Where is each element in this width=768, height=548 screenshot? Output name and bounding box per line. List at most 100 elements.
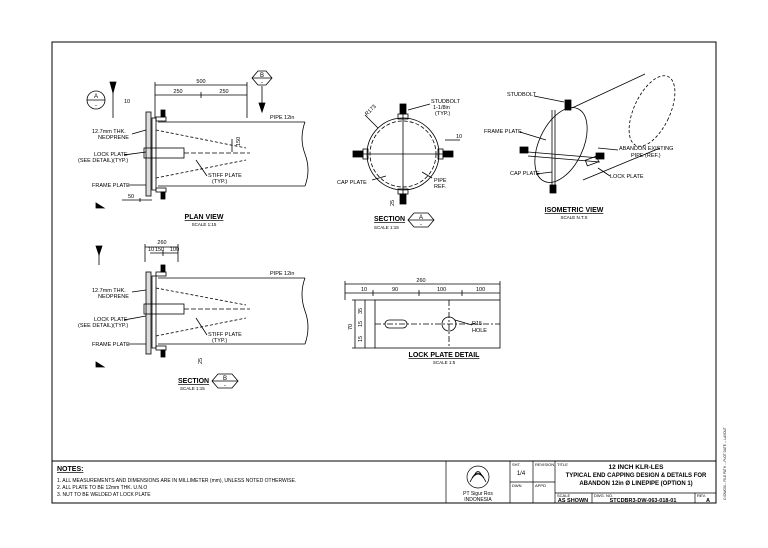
sb-dim-small: 25 xyxy=(198,358,204,364)
lp-d2: 90 xyxy=(392,287,398,293)
sb-dim-overall: 260 xyxy=(157,240,166,246)
dim-right: 250 xyxy=(219,89,228,95)
iso-abandon-1: ABANDON EXISTING xyxy=(619,146,673,152)
lp-h3: 15 xyxy=(358,336,364,342)
lock-plate-detail xyxy=(344,281,501,349)
drawing-number: STCDBR3-DW-063-018-01 xyxy=(610,498,677,504)
plan-view-text: A - B - 500 250 250 10 150 50 PIPE 12in … xyxy=(78,73,294,227)
sheet-value: 1/4 xyxy=(517,471,526,477)
sa-bottom: 25 xyxy=(390,200,396,206)
stiff-plate-label-1: STIFF PLATE xyxy=(208,173,242,179)
lp-hole-2: HOLE xyxy=(472,328,487,334)
sb-frame: FRAME PLATE xyxy=(92,342,130,348)
neoprene-label-2: NEOPRENE xyxy=(98,135,129,141)
dim-base: 50 xyxy=(128,194,134,200)
drawing-title-3: ABANDON 12in Ø LINEPIPE (OPTION 1) xyxy=(579,481,692,487)
section-b-title: SECTION xyxy=(178,378,209,385)
iso-lock: LOCK PLATE xyxy=(610,174,644,180)
label-scale: SCALE xyxy=(557,493,570,498)
isometric-text: STUDBOLT FRAME PLATE ABANDON EXISTING PI… xyxy=(484,92,673,220)
drawing-title-1: 12 INCH KLR-LES xyxy=(609,464,665,471)
section-b-text: 260 10 150 100 25 PIPE 12in 12.7mm THK. … xyxy=(78,240,294,391)
section-a-sheet: - xyxy=(420,222,422,228)
sb-neoprene-1: 12.7mm THK. xyxy=(92,288,126,294)
notes-heading: NOTES: xyxy=(57,466,83,473)
sb-dim-mid: 150 xyxy=(155,247,164,253)
sa-radius: R173 xyxy=(364,104,378,118)
pipe-label: PIPE 12in xyxy=(270,115,294,121)
sb-lock-2: (SEE DETAIL)(TYP.) xyxy=(78,323,128,329)
dim-overall: 500 xyxy=(196,79,205,85)
lp-height: 70 xyxy=(348,324,354,330)
lp-d3: 100 xyxy=(437,287,446,293)
plan-view-title: PLAN VIEW xyxy=(185,214,224,221)
notes-block: NOTES: 1. ALL MEASUREMENTS AND DIMENSION… xyxy=(57,466,296,498)
lp-overall: 260 xyxy=(416,278,425,284)
isometric-scale: SCALE N.T.S xyxy=(560,215,587,220)
section-b-sheet: - xyxy=(224,383,226,389)
dim-gap: 10 xyxy=(124,99,130,105)
label-revision: REVISION xyxy=(535,462,554,467)
lock-plate-label-2: (SEE DETAIL)(TYP.) xyxy=(78,158,128,164)
company-name: PT Sigur Ros xyxy=(463,491,493,497)
frame-plate-label: FRAME PLATE xyxy=(92,183,130,189)
plan-view-scale: SCALE 1:15 xyxy=(192,222,217,227)
label-title: TITLE xyxy=(557,462,568,467)
label-sheet: SHT. xyxy=(512,462,521,467)
label-dwn: DWN xyxy=(512,483,522,488)
section-b-scale: SCALE 1:15 xyxy=(180,386,205,391)
isometric-title: ISOMETRIC VIEW xyxy=(545,207,604,214)
sa-gap: 10 xyxy=(456,134,462,140)
lp-d4: 100 xyxy=(476,287,485,293)
marker-a-letter: A xyxy=(94,94,98,100)
company-country: INDONESIA xyxy=(464,497,492,503)
section-a-view xyxy=(352,103,460,228)
label-rev: REV. xyxy=(697,493,706,498)
sa-stud-1: STUDBOLT xyxy=(431,99,461,105)
lock-plate-title: LOCK PLATE DETAIL xyxy=(409,352,481,359)
plan-view xyxy=(86,70,309,209)
dim-left: 250 xyxy=(173,89,182,95)
company-logo-icon xyxy=(466,465,490,489)
dim-side: 150 xyxy=(236,137,242,146)
lp-h2: 15 xyxy=(358,321,364,327)
section-a-letter: A xyxy=(419,215,423,221)
marker-b-sheet: - xyxy=(261,80,263,86)
marker-a-sheet: - xyxy=(95,103,97,109)
sb-dim-left: 10 xyxy=(148,247,154,253)
iso-abandon-2: PIPE (REF.) xyxy=(631,153,661,159)
sb-stiff-2: (TYP.) xyxy=(212,338,227,344)
isometric-view xyxy=(519,73,676,194)
section-a-scale: SCALE 1:15 xyxy=(374,225,399,230)
sb-neoprene-2: NEOPRENE xyxy=(98,294,129,300)
lp-h1: 35 xyxy=(358,308,364,314)
iso-stud: STUDBOLT xyxy=(507,92,537,98)
sa-stud-2: 1-1/8in xyxy=(433,105,450,111)
section-b-letter: B xyxy=(223,376,227,382)
drawing-title-2: TYPICAL END CAPPING DESIGN & DETAILS FOR xyxy=(566,473,707,479)
sa-pipe-2: REF. xyxy=(434,184,446,190)
rev-value: A xyxy=(706,498,710,504)
sheet-border xyxy=(51,41,717,504)
stiff-plate-label-2: (TYP.) xyxy=(212,179,227,185)
iso-cap: CAP PLATE xyxy=(510,171,540,177)
section-b-view xyxy=(95,244,309,389)
note-1: 1. ALL MEASUREMENTS AND DIMENSIONS ARE I… xyxy=(57,478,296,484)
marker-b-letter: B xyxy=(260,73,264,79)
sa-stud-3: (TYP.) xyxy=(435,111,450,117)
label-appd: APPD xyxy=(535,483,546,488)
lock-plate-label-1: LOCK PLATE xyxy=(94,152,128,158)
iso-frame: FRAME PLATE xyxy=(484,129,522,135)
scale-value: AS SHOWN xyxy=(558,498,588,504)
neoprene-label-1: 12.7mm THK. xyxy=(92,129,126,135)
section-a-title: SECTION xyxy=(374,216,405,223)
lp-d1: 10 xyxy=(361,287,367,293)
lp-hole-1: R15 xyxy=(472,321,482,327)
sa-cap: CAP PLATE xyxy=(337,180,367,186)
note-2: 2. ALL PLATE TO BE 12mm THK. U.N.O xyxy=(57,485,147,491)
title-block-grid xyxy=(445,461,716,503)
title-block-text: PT Sigur Ros INDONESIA SHT. 1/4 REVISION… xyxy=(463,462,710,504)
lock-plate-scale: SCALE 1:5 xyxy=(433,360,456,365)
sa-pipe-1: PIPE xyxy=(434,178,447,184)
